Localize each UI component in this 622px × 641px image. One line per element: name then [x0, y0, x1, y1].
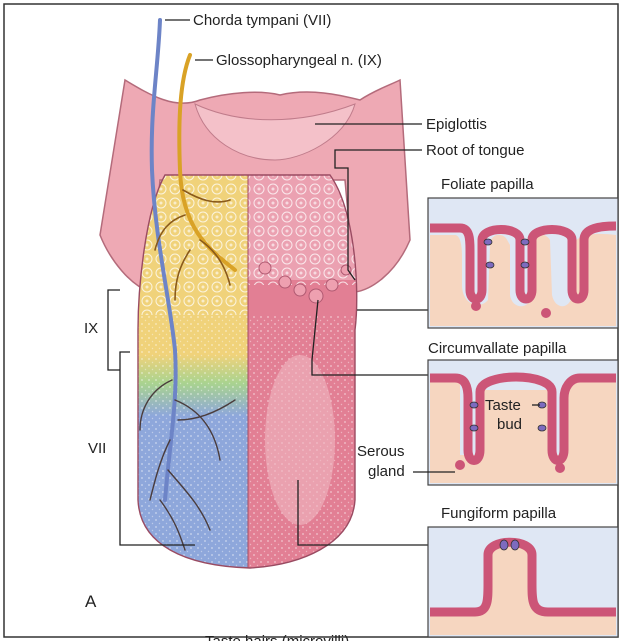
panel-letter-a: A — [85, 592, 97, 611]
taste-hairs-label: Taste hairs (microvilli) — [205, 633, 349, 641]
taste-bud-label-line2: bud — [497, 416, 522, 433]
fungiform-papilla-title: Fungiform papilla — [441, 505, 557, 522]
foliate-papilla-title: Foliate papilla — [441, 176, 534, 193]
root-of-tongue-label: Root of tongue — [426, 142, 524, 159]
nerve-ix-label: IX — [84, 320, 98, 337]
chorda-tympani-label: Chorda tympani (VII) — [193, 12, 331, 29]
circumvallate-papilla-title: Circumvallate papilla — [428, 340, 567, 357]
ix-bracket — [108, 290, 120, 370]
fungiform-panel — [428, 527, 618, 637]
epiglottis-label: Epiglottis — [426, 116, 487, 133]
foliate-panel — [428, 198, 618, 328]
taste-bud-label-line1: Taste — [485, 397, 521, 414]
serous-label-line2: gland — [368, 463, 405, 480]
serous-label-line1: Serous — [357, 443, 405, 460]
nerve-vii-label: VII — [88, 440, 106, 457]
glossopharyngeal-label: Glossopharyngeal n. (IX) — [216, 52, 382, 69]
